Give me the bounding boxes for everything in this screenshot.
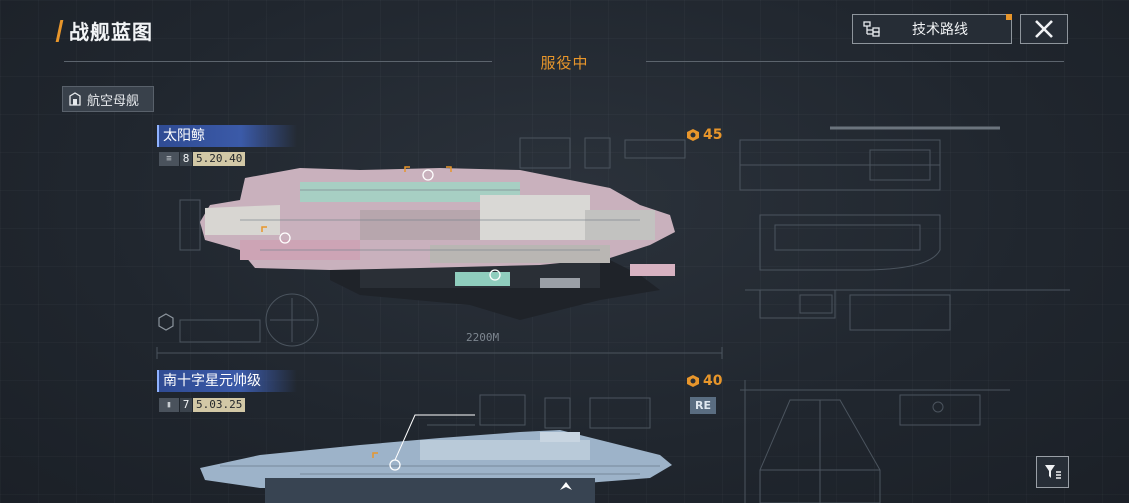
ship-name-banner: 南十字星元帅级	[157, 370, 297, 392]
button-accent-corner	[1006, 14, 1012, 20]
page-header: 战舰蓝图	[55, 16, 153, 45]
ship-level: 8	[180, 152, 192, 166]
ship-version: 5.20.40	[193, 152, 246, 166]
re-badge: RE	[690, 397, 716, 414]
ship-cost: 45	[686, 127, 722, 143]
carrier-icon	[69, 92, 81, 106]
category-chip[interactable]: 航空母舰	[62, 86, 154, 112]
status-divider-left	[64, 61, 492, 62]
ship-name: 南十字星元帅级	[163, 373, 261, 389]
ship-name-banner: 太阳鲸	[157, 125, 297, 147]
ship-cost: 40	[686, 373, 722, 389]
filter-button[interactable]	[1036, 456, 1069, 488]
ship-name: 太阳鲸	[163, 128, 205, 144]
tech-tree-icon	[863, 21, 880, 37]
ship-meta: ▮ 7 5.03.25	[159, 398, 246, 412]
ship-level: 7	[180, 398, 192, 412]
ship-cost-value: 45	[703, 127, 723, 143]
page-title: 战舰蓝图	[69, 20, 153, 44]
tech-route-button[interactable]: 技术路线	[852, 14, 1012, 44]
tech-route-label: 技术路线	[912, 22, 968, 38]
ship-length-label: 2200M	[466, 331, 500, 344]
rank-icon: ▮	[159, 398, 179, 412]
status-divider-right	[646, 61, 1064, 62]
filter-icon	[1044, 465, 1061, 479]
ship-meta: ≡ 8 5.20.40	[159, 152, 246, 166]
cost-icon	[687, 375, 699, 387]
category-label: 航空母舰	[87, 93, 140, 109]
close-button[interactable]	[1020, 14, 1068, 44]
close-icon	[1035, 20, 1053, 38]
ship-cost-value: 40	[703, 373, 723, 389]
status-label: 服役中	[540, 54, 589, 72]
rank-icon: ≡	[159, 152, 179, 166]
cost-icon	[687, 129, 699, 141]
ship-version: 5.03.25	[193, 398, 246, 412]
